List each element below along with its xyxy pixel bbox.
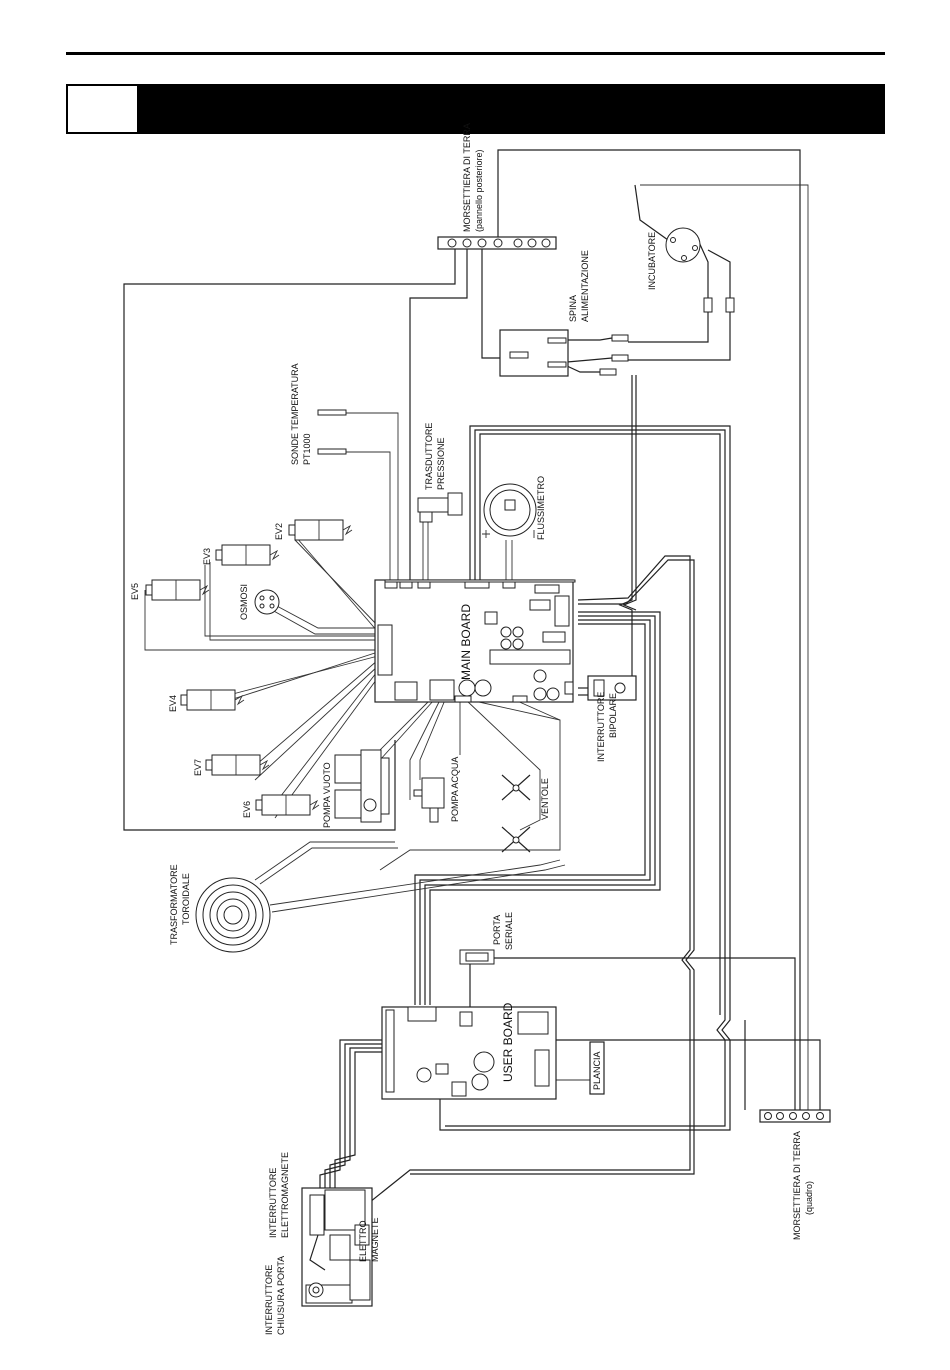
pressure-transducer (417, 492, 463, 523)
main-board (374, 579, 576, 703)
power-plug-label: SPINA (568, 295, 578, 322)
bipolar-switch-sublabel: BIPOLARE (608, 693, 618, 738)
section-number-box (68, 86, 137, 132)
door-mechanism (301, 1187, 373, 1307)
earth-terminal-rear-label: MORSETTIERA DI TERRA (462, 123, 472, 232)
water-pump (413, 777, 445, 823)
water-pump-label: POMPA ACQUA (450, 757, 460, 822)
incubator (665, 227, 735, 313)
valve-ev4 (180, 689, 245, 711)
door-switch-sublabel: CHIUSURA PORTA (276, 1256, 286, 1335)
earth-terminal-panel (759, 1109, 831, 1123)
fans-label: VENTOLE (540, 778, 550, 820)
pressure-transducer-sublabel: PRESSIONE (436, 437, 446, 490)
power-plug (499, 329, 629, 377)
earth-terminal-rear (437, 236, 557, 250)
valve-ev5 (145, 579, 210, 601)
power-plug-sublabel: ALIMENTAZIONE (580, 250, 590, 322)
earth-terminal-panel-sublabel: (quadro) (804, 1181, 814, 1215)
serial-port (459, 949, 495, 965)
serial-port-sublabel: SERIALE (504, 912, 514, 950)
bipolar-switch (564, 675, 637, 701)
electromagnet-label: ELETTRO (358, 1220, 368, 1262)
incubator-label: INCUBATORE (647, 232, 657, 290)
em-switch-label: INTERRUTTORE (268, 1168, 278, 1238)
toroidal-transformer (195, 877, 271, 953)
valve-ev2-label: EV2 (274, 523, 284, 540)
control-panel (589, 1041, 605, 1095)
pressure-transducer-label: TRASDUTTORE (424, 423, 434, 490)
earth-terminal-rear-sublabel: (pannello posteriore) (474, 149, 484, 232)
valve-ev2 (288, 519, 353, 541)
flowmeter (482, 483, 537, 538)
fans (501, 774, 531, 853)
user-board-label: USER BOARD (501, 1002, 515, 1082)
bipolar-switch-label: INTERRUTTORE (596, 692, 606, 762)
temperature-probes-sublabel: PT1000 (302, 433, 312, 465)
vacuum-pump-label: POMPA VUOTO (322, 762, 332, 828)
em-switch-sublabel: ELETTROMAGNETE (280, 1152, 290, 1238)
osmosis-label: OSMOSI (239, 584, 249, 620)
valve-ev7 (205, 754, 270, 776)
valve-ev5-label: EV5 (130, 583, 140, 600)
temperature-probes (317, 409, 347, 455)
valve-ev3 (215, 544, 280, 566)
valve-ev6-label: EV6 (242, 801, 252, 818)
valve-ev7-label: EV7 (193, 759, 203, 776)
earth-terminal-panel-label: MORSETTIERA DI TERRA (792, 1131, 802, 1240)
valve-ev4-label: EV4 (168, 695, 178, 712)
temperature-probes-label: SONDE TEMPERATURA (290, 363, 300, 465)
main-board-label: MAIN BOARD (459, 604, 473, 680)
toroidal-transformer-label: TRASFORMATORE (169, 864, 179, 945)
serial-port-label: PORTA (492, 915, 502, 945)
control-panel-label: PLANCIA (592, 1051, 602, 1090)
valve-ev3-label: EV3 (202, 548, 212, 565)
electromagnet-sublabel: MAGNETE (370, 1217, 380, 1262)
osmosis (254, 589, 280, 615)
user-board (381, 1006, 557, 1100)
valve-ev6 (255, 794, 320, 816)
vacuum-pump (334, 749, 390, 823)
top-rule (66, 52, 885, 55)
toroidal-transformer-sublabel: TOROIDALE (181, 873, 191, 925)
header-bar (66, 84, 885, 134)
flowmeter-label: FLUSSIMETRO (536, 476, 546, 540)
door-switch-label: INTERRUTTORE (264, 1265, 274, 1335)
